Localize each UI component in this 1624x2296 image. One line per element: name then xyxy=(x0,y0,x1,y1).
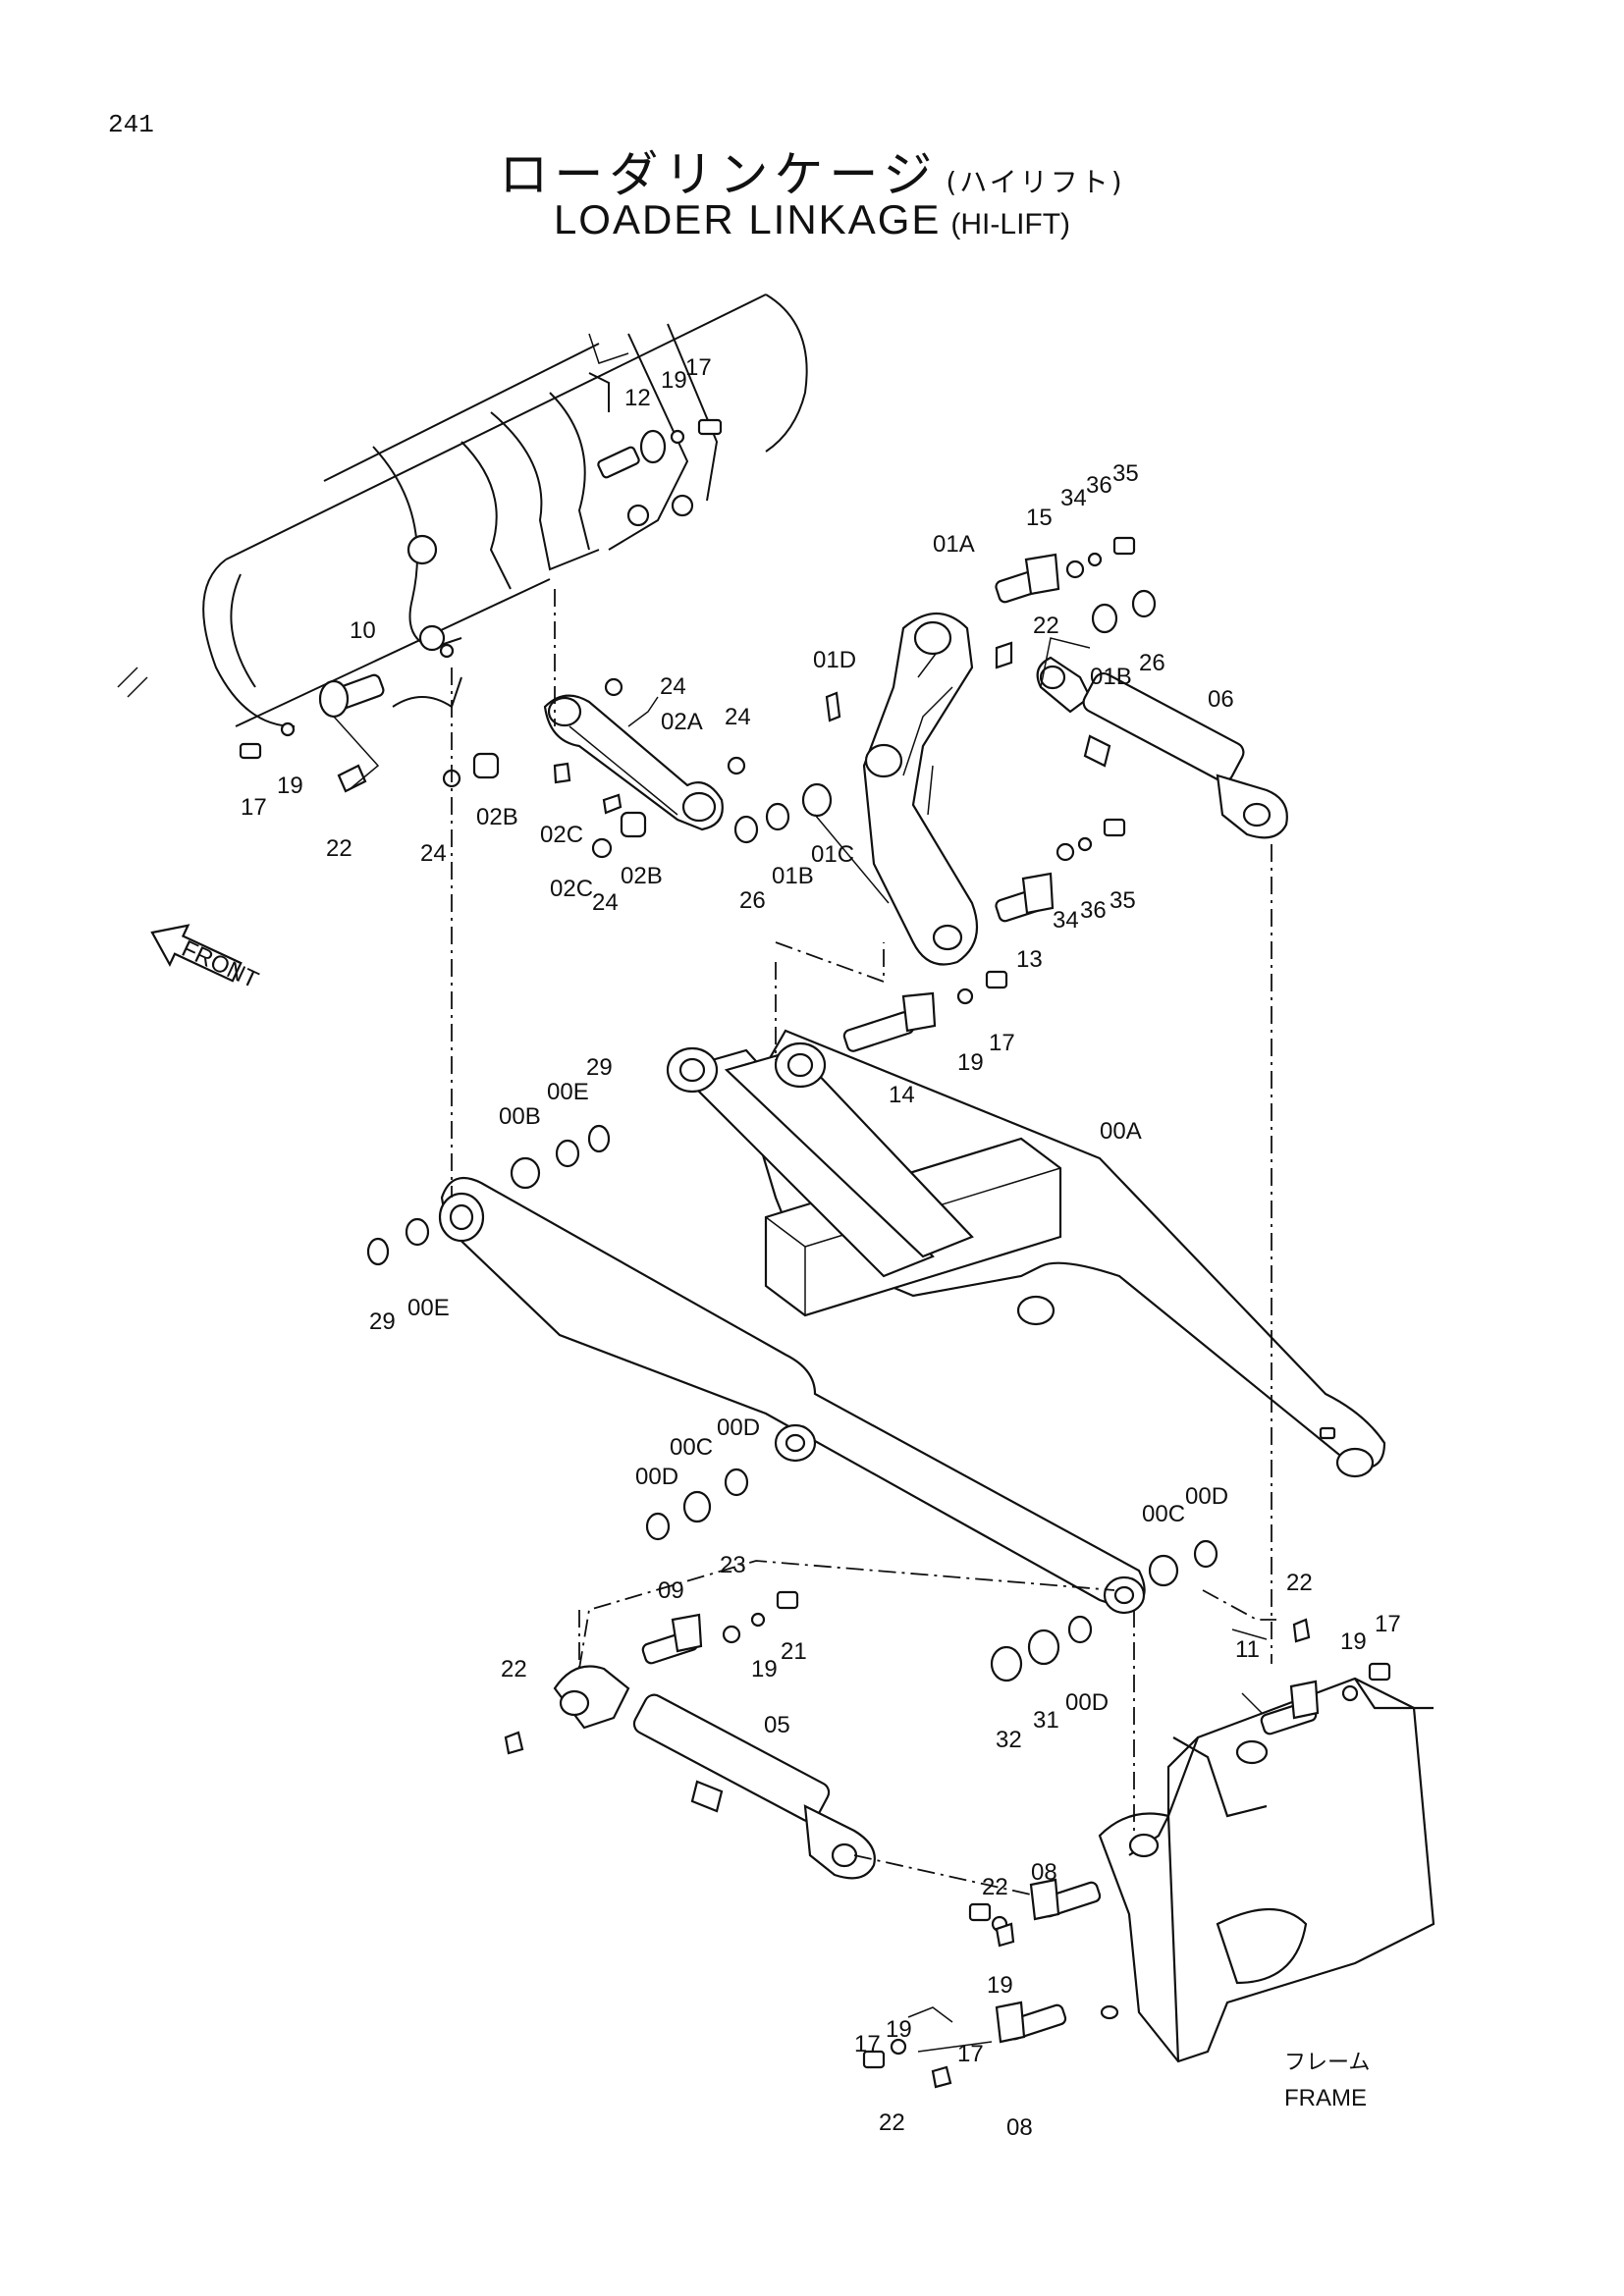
part-label: 24 xyxy=(420,840,447,867)
part-label: 08 xyxy=(1031,1859,1057,1886)
part-label: 00C xyxy=(1142,1501,1185,1527)
part-label: 17 xyxy=(957,2041,984,2067)
part-label: 02C xyxy=(550,876,593,902)
part-label: 00E xyxy=(407,1295,450,1321)
part-label: 19 xyxy=(661,367,687,394)
part-label: 22 xyxy=(982,1874,1008,1900)
frame-label-jp: フレーム xyxy=(1284,2051,1370,2075)
part-label: 09 xyxy=(658,1577,684,1604)
part-label: 36 xyxy=(1086,472,1112,499)
front-arrow-icon: FRONT xyxy=(150,924,263,994)
part-label: 19 xyxy=(277,773,303,799)
part-label: 22 xyxy=(1033,613,1059,639)
boom-00A xyxy=(438,1029,1386,1615)
part-label: 15 xyxy=(1026,505,1053,531)
part-label: 13 xyxy=(1016,946,1043,973)
part-label: 19 xyxy=(1340,1629,1367,1655)
part-label: 00C xyxy=(670,1434,713,1461)
part-label: 32 xyxy=(996,1727,1022,1753)
part-label: 19 xyxy=(886,2016,912,2043)
part-label: 02A xyxy=(661,709,703,735)
bucket-drawing xyxy=(117,294,808,727)
main-frame xyxy=(862,1618,1435,2089)
part-label: 34 xyxy=(1060,485,1087,511)
title-english: LOADER LINKAGE(HI-LIFT) xyxy=(0,196,1624,243)
part-label: 01C xyxy=(811,841,854,868)
title-jp-main: ローダリンケージ xyxy=(499,146,939,203)
title-en-main: LOADER LINKAGE xyxy=(553,196,942,242)
part-label: 00B xyxy=(499,1103,541,1130)
part-label: 10 xyxy=(350,617,376,644)
part-label: 02B xyxy=(621,863,663,889)
part-label: 11 xyxy=(1235,1636,1260,1663)
page-number: 241 xyxy=(108,110,154,139)
boom-bushings xyxy=(366,970,1218,1682)
part-label: 12 xyxy=(624,385,651,411)
part-label: 23 xyxy=(720,1552,746,1578)
front-arrow-label: FRONT xyxy=(178,935,263,994)
part-label: 17 xyxy=(854,2031,881,2057)
part-label: 19 xyxy=(751,1656,778,1682)
part-label: 17 xyxy=(989,1030,1015,1056)
part-label: 29 xyxy=(586,1054,613,1081)
title-en-sub: (HI-LIFT) xyxy=(950,208,1071,240)
bucket-cylinder-06 xyxy=(1036,656,1288,839)
part-label: 02B xyxy=(476,804,518,830)
part-label: 01D xyxy=(813,647,856,673)
part-label: 35 xyxy=(1110,887,1136,914)
part-label: 26 xyxy=(1139,650,1165,676)
title-jp-sub: (ハイリフト) xyxy=(946,166,1125,198)
part-label: 14 xyxy=(889,1082,915,1108)
part-label: 35 xyxy=(1112,460,1139,487)
part-label: 19 xyxy=(957,1049,984,1076)
part-label: 24 xyxy=(592,889,619,916)
part-label: 21 xyxy=(781,1638,807,1665)
part-label: 24 xyxy=(725,704,751,730)
part-label: 02C xyxy=(540,822,583,848)
leader-lines xyxy=(451,589,1276,2053)
part-label: 00D xyxy=(1185,1483,1228,1510)
part-label: 17 xyxy=(1375,1611,1401,1637)
part-label: 22 xyxy=(879,2109,905,2136)
part-label: 29 xyxy=(369,1308,396,1335)
part-label: 34 xyxy=(1053,907,1079,934)
part-label: 19 xyxy=(987,1972,1013,1999)
part-label: 31 xyxy=(1033,1707,1059,1734)
part-label: 17 xyxy=(241,794,267,821)
bellcrank-01A xyxy=(733,536,1157,966)
part-label: 01B xyxy=(1090,664,1132,690)
link-02A xyxy=(442,677,746,859)
part-label: 00E xyxy=(547,1079,589,1105)
part-label: 00D xyxy=(717,1415,760,1441)
title-japanese: ローダリンケージ(ハイリフト) xyxy=(0,135,1624,206)
part-label: 22 xyxy=(501,1656,527,1682)
part-labels: 12 19 17 15 34 36 35 01A 22 01D 01B 26 0… xyxy=(241,354,1401,2141)
part-label: 00D xyxy=(1065,1689,1109,1716)
part-label: 26 xyxy=(739,887,766,914)
part-label: 22 xyxy=(326,835,352,862)
frame-label-en: FRAME xyxy=(1284,2085,1367,2111)
part-label: 08 xyxy=(1006,2114,1033,2141)
lift-cylinder-05 xyxy=(504,1590,876,1880)
part-label: 00A xyxy=(1100,1118,1142,1145)
part-label: 24 xyxy=(660,673,686,700)
bucket-pin-assembly xyxy=(239,418,723,793)
part-label: 06 xyxy=(1208,686,1234,713)
part-label: 22 xyxy=(1286,1570,1313,1596)
part-label: 00D xyxy=(635,1464,678,1490)
part-label: 01A xyxy=(933,531,975,558)
part-label: 36 xyxy=(1080,897,1107,924)
part-label: 01B xyxy=(772,863,814,889)
part-label: 05 xyxy=(764,1712,790,1738)
part-label: 17 xyxy=(685,354,712,381)
